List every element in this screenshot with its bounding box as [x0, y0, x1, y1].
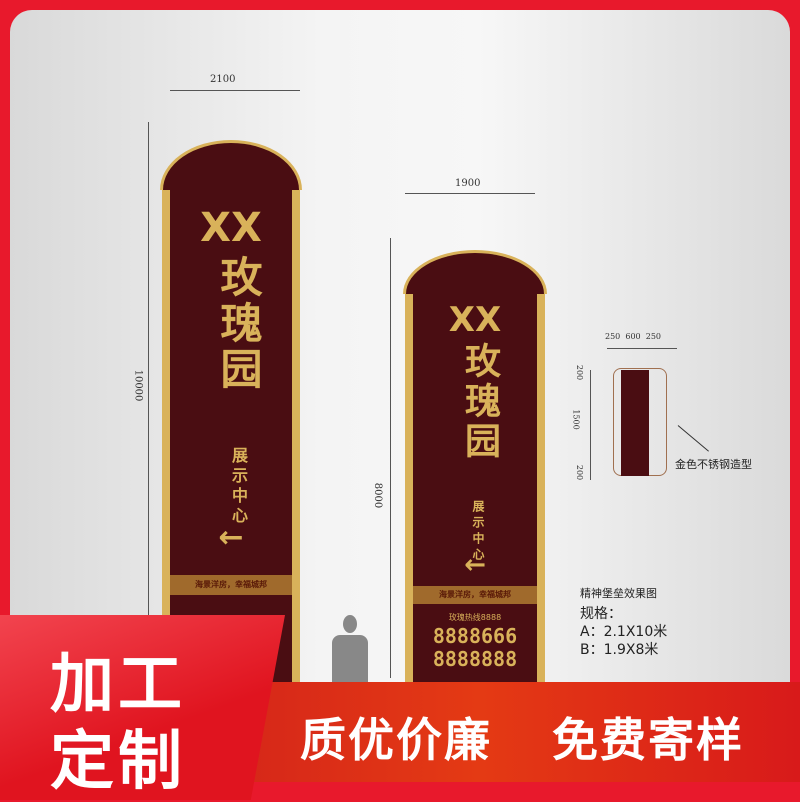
sign-title-xx: XX	[448, 300, 502, 340]
dim-line	[590, 370, 591, 480]
specs-heading: 规格：	[580, 606, 622, 622]
dim-height-a: 10000	[132, 369, 144, 402]
dim-section-left: 250	[605, 332, 621, 341]
badge-line-1: 加工	[50, 648, 186, 722]
badge-line-2: 定制	[50, 725, 186, 799]
slogan-free-sample: 免费寄样	[552, 713, 744, 767]
section-core	[621, 370, 649, 476]
hotline-label: 玫瑰热线8888	[448, 613, 502, 622]
custom-badge: 加工 定制	[0, 615, 285, 800]
spec-b: B：1.9X8米	[580, 642, 659, 658]
dim-section-mid: 600	[625, 332, 641, 341]
leader-line	[677, 425, 709, 452]
dim-line	[607, 348, 677, 349]
dim-section-right: 250	[645, 332, 662, 341]
sign-slogan: 海景洋房，幸福城邦	[413, 586, 537, 604]
dim-line	[405, 193, 535, 194]
dim-line	[170, 90, 300, 91]
slogan-quality-price: 质优价廉	[300, 713, 492, 767]
caption: 精神堡垒效果图	[580, 587, 657, 600]
sign-subtitle: 展示中心	[229, 447, 248, 527]
section-label: 金色不锈钢造型	[675, 458, 752, 471]
dim-height-b: 8000	[372, 482, 384, 509]
sign-title-name: 玫瑰园	[459, 342, 500, 462]
sign-title-name: 玫瑰园	[214, 255, 263, 393]
spec-a: A：2.1X10米	[580, 624, 668, 640]
dim-width-b: 1900	[455, 178, 481, 189]
dim-side-bottom: 200	[575, 464, 585, 481]
dim-side-top: 200	[575, 364, 585, 381]
dim-side-mid: 1500	[571, 409, 581, 430]
ornament-arch	[403, 250, 547, 294]
phone-number-2: 8888888	[432, 647, 518, 671]
dim-line	[148, 122, 149, 702]
sign-slogan: 海景洋房，幸福城邦	[170, 575, 292, 595]
sign-title-xx: XX	[200, 205, 262, 251]
sign-subtitle: 展示中心	[471, 500, 485, 564]
dim-width-a: 2100	[210, 74, 236, 85]
ornament-arch	[160, 140, 302, 190]
arrow-left-icon: ←	[464, 550, 486, 580]
dim-line	[390, 238, 391, 678]
sign-a: XX 玫瑰园 展示中心 ← 海景洋房，幸福城邦	[160, 140, 302, 770]
specs: 规格： A：2.1X10米 B：1.9X8米	[580, 605, 667, 659]
phone-number-1: 8888666	[432, 624, 518, 648]
arrow-left-icon: ←	[218, 520, 244, 555]
